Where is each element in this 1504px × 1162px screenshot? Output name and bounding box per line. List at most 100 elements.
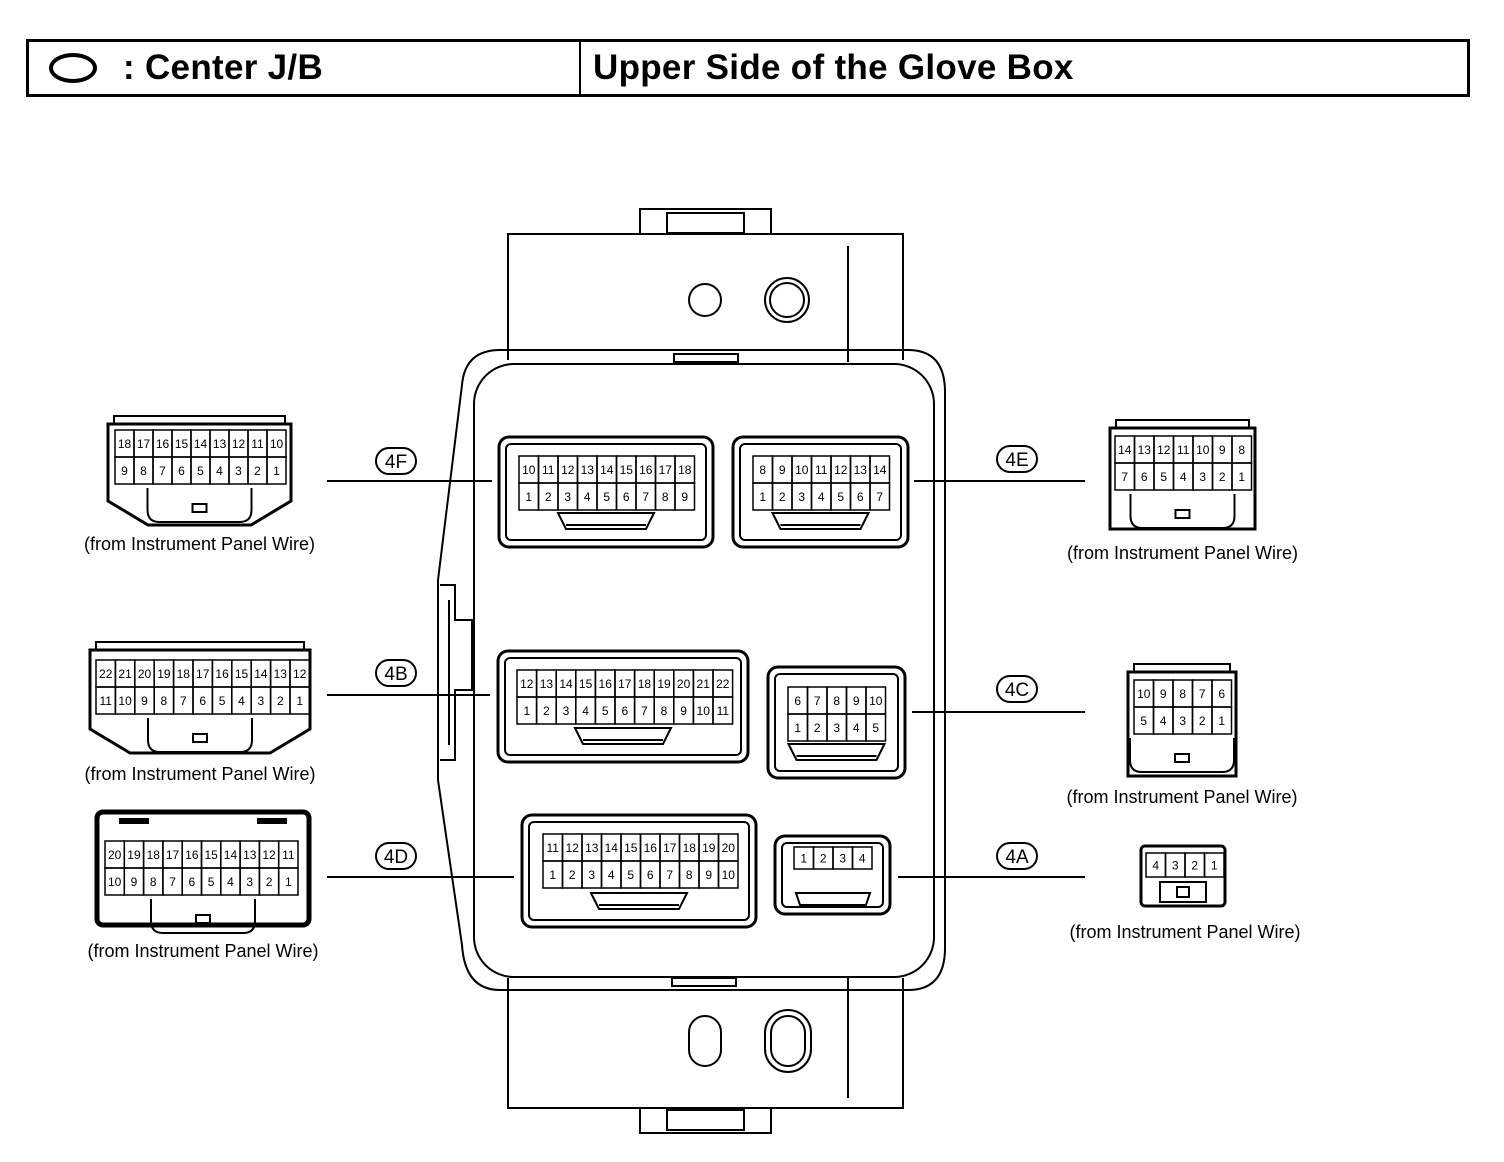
- harness-4b-pin-number: 6: [199, 694, 206, 708]
- harness-4d-pin-number: 2: [266, 875, 273, 889]
- jb-4a-pin-number: 2: [820, 851, 827, 865]
- jb-4b-pin-number: 1: [523, 704, 530, 718]
- wire-caption: (from Instrument Panel Wire): [1066, 787, 1297, 807]
- callout-badge: [375, 842, 417, 870]
- jb-4f-pin-number: 9: [681, 490, 688, 504]
- socket-outer: [496, 649, 750, 764]
- side-latch: [440, 584, 473, 761]
- harness-4c-pin-number: 7: [1199, 687, 1206, 701]
- jb-4f-pin-number: 5: [603, 490, 610, 504]
- housing-top-lip: [113, 415, 286, 425]
- jb-4f-pin-number: 1: [525, 490, 532, 504]
- callout-4e: 4E: [914, 445, 1085, 482]
- socket-outer: [766, 665, 907, 780]
- jb-4b-pin-number: 18: [638, 677, 652, 691]
- jb-4d-pin-number: 16: [644, 841, 658, 855]
- harness-4d-pin-number: 5: [208, 875, 215, 889]
- harness-4d-pin-number: 16: [185, 848, 199, 862]
- harness-4d-pin-number: 1: [285, 875, 292, 889]
- harness-4b-pin-cell: [289, 686, 311, 715]
- jb-4e-pin-number: 2: [779, 490, 786, 504]
- harness-4d-pin-number: 7: [169, 875, 176, 889]
- jb-4c-pin-number: 1: [794, 721, 801, 735]
- jb-4d-pin-number: 6: [647, 868, 654, 882]
- jb-4f-pin-number: 4: [584, 490, 591, 504]
- jb-4e-pin-number: 10: [795, 463, 809, 477]
- lock-tab-icon: [191, 503, 208, 513]
- housing-tab: [257, 818, 287, 824]
- jb-4b-pin-number: 8: [661, 704, 668, 718]
- harness-4d-pin-number: 12: [262, 848, 276, 862]
- jb-4b-pin-number: 3: [563, 704, 570, 718]
- harness-4e-pin-number: 6: [1141, 470, 1148, 484]
- harness-4a-pin-number: 2: [1191, 858, 1198, 872]
- harness-4e-pin-number: 5: [1160, 470, 1167, 484]
- connector-code: 4F: [385, 452, 407, 473]
- jb-4d-pin-number: 3: [588, 868, 595, 882]
- harness-4b-pin-number: 19: [157, 667, 171, 681]
- harness-4c-pin-number: 3: [1179, 714, 1186, 728]
- jb-4c-pin-number: 10: [869, 694, 883, 708]
- connector-code: 4D: [384, 847, 408, 868]
- wire-caption: (from Instrument Panel Wire): [84, 534, 315, 554]
- harness-4f-pin-number: 5: [197, 464, 204, 478]
- wire-caption: (from Instrument Panel Wire): [84, 764, 315, 784]
- harness-4b-pin-number: 3: [258, 694, 265, 708]
- harness-4f-pin-number: 3: [235, 464, 242, 478]
- harness-4e-pin-number: 2: [1219, 470, 1226, 484]
- legend-cell: : Center J/B: [29, 42, 581, 94]
- lock-tab-icon: [1174, 753, 1190, 763]
- harness-4e-pin-number: 8: [1238, 443, 1245, 457]
- harness-4b-pin-number: 20: [138, 667, 152, 681]
- lock-latch-icon: [147, 718, 253, 753]
- jb-4b-pin-cell: [712, 696, 734, 725]
- harness-4b-pin-number: 5: [219, 694, 226, 708]
- jb-4d-pin-number: 8: [686, 868, 693, 882]
- harness-4c-pin-number: 1: [1218, 714, 1225, 728]
- socket-outer: [520, 813, 758, 929]
- jb-4e-pin-number: 9: [779, 463, 786, 477]
- housing-outline: [1139, 844, 1227, 908]
- jb-4b-pin-number: 14: [559, 677, 573, 691]
- jb-4b-pin-number: 4: [582, 704, 589, 718]
- harness-4e-pin-number: 11: [1177, 443, 1190, 457]
- jb-4a-pin-number: 4: [859, 851, 866, 865]
- socket-key-icon: [589, 892, 689, 910]
- jb-4d-pin-number: 2: [569, 868, 576, 882]
- socket-outer: [773, 834, 892, 916]
- mounting-hole-icon: [770, 1015, 806, 1067]
- harness-4e-pin-number: 10: [1196, 443, 1210, 457]
- location-label: Upper Side of the Glove Box: [593, 48, 1074, 87]
- lock-tab-icon: [1174, 509, 1191, 519]
- callout-4d: 4D: [327, 842, 514, 878]
- housing-inner: [473, 363, 935, 978]
- jb-4d-pin-number: 19: [702, 841, 716, 855]
- jb-4e-pin-number: 8: [759, 463, 766, 477]
- harness-4e-pin-number: 1: [1238, 470, 1245, 484]
- harness-4c-pin-number: 4: [1160, 714, 1167, 728]
- harness-4c-pin-number: 8: [1179, 687, 1186, 701]
- jb-4c-pin-number: 4: [853, 721, 860, 735]
- harness-4d-pin-number: 14: [224, 848, 238, 862]
- housing-top-lip: [1115, 419, 1250, 429]
- jb-4d-pin-number: 4: [608, 868, 615, 882]
- jb-4c-pin-number: 9: [853, 694, 860, 708]
- mounting-hole-icon: [769, 282, 805, 318]
- harness-4f-pin-number: 18: [118, 437, 132, 451]
- callout-4f: 4F: [327, 447, 492, 482]
- legend-label: : Center J/B: [123, 48, 324, 87]
- jb-4d-pin-number: 13: [585, 841, 599, 855]
- bottom-tab-slot: [666, 1109, 745, 1131]
- harness-4d-pin-number: 3: [246, 875, 253, 889]
- jb-4e-pin-cell: [869, 482, 891, 511]
- harness-4e-pin-number: 12: [1157, 443, 1171, 457]
- top-tab-slot: [666, 212, 745, 234]
- jb-4b-pin-number: 6: [621, 704, 628, 718]
- jb-4f-pin-number: 16: [639, 463, 653, 477]
- jb-4d-pin-number: 10: [722, 868, 736, 882]
- jb-4a-pin-number: 1: [800, 851, 807, 865]
- lock-tab-icon: [192, 733, 208, 743]
- connector-code: 4E: [1005, 450, 1028, 471]
- jb-4d-pin-number: 11: [547, 841, 560, 855]
